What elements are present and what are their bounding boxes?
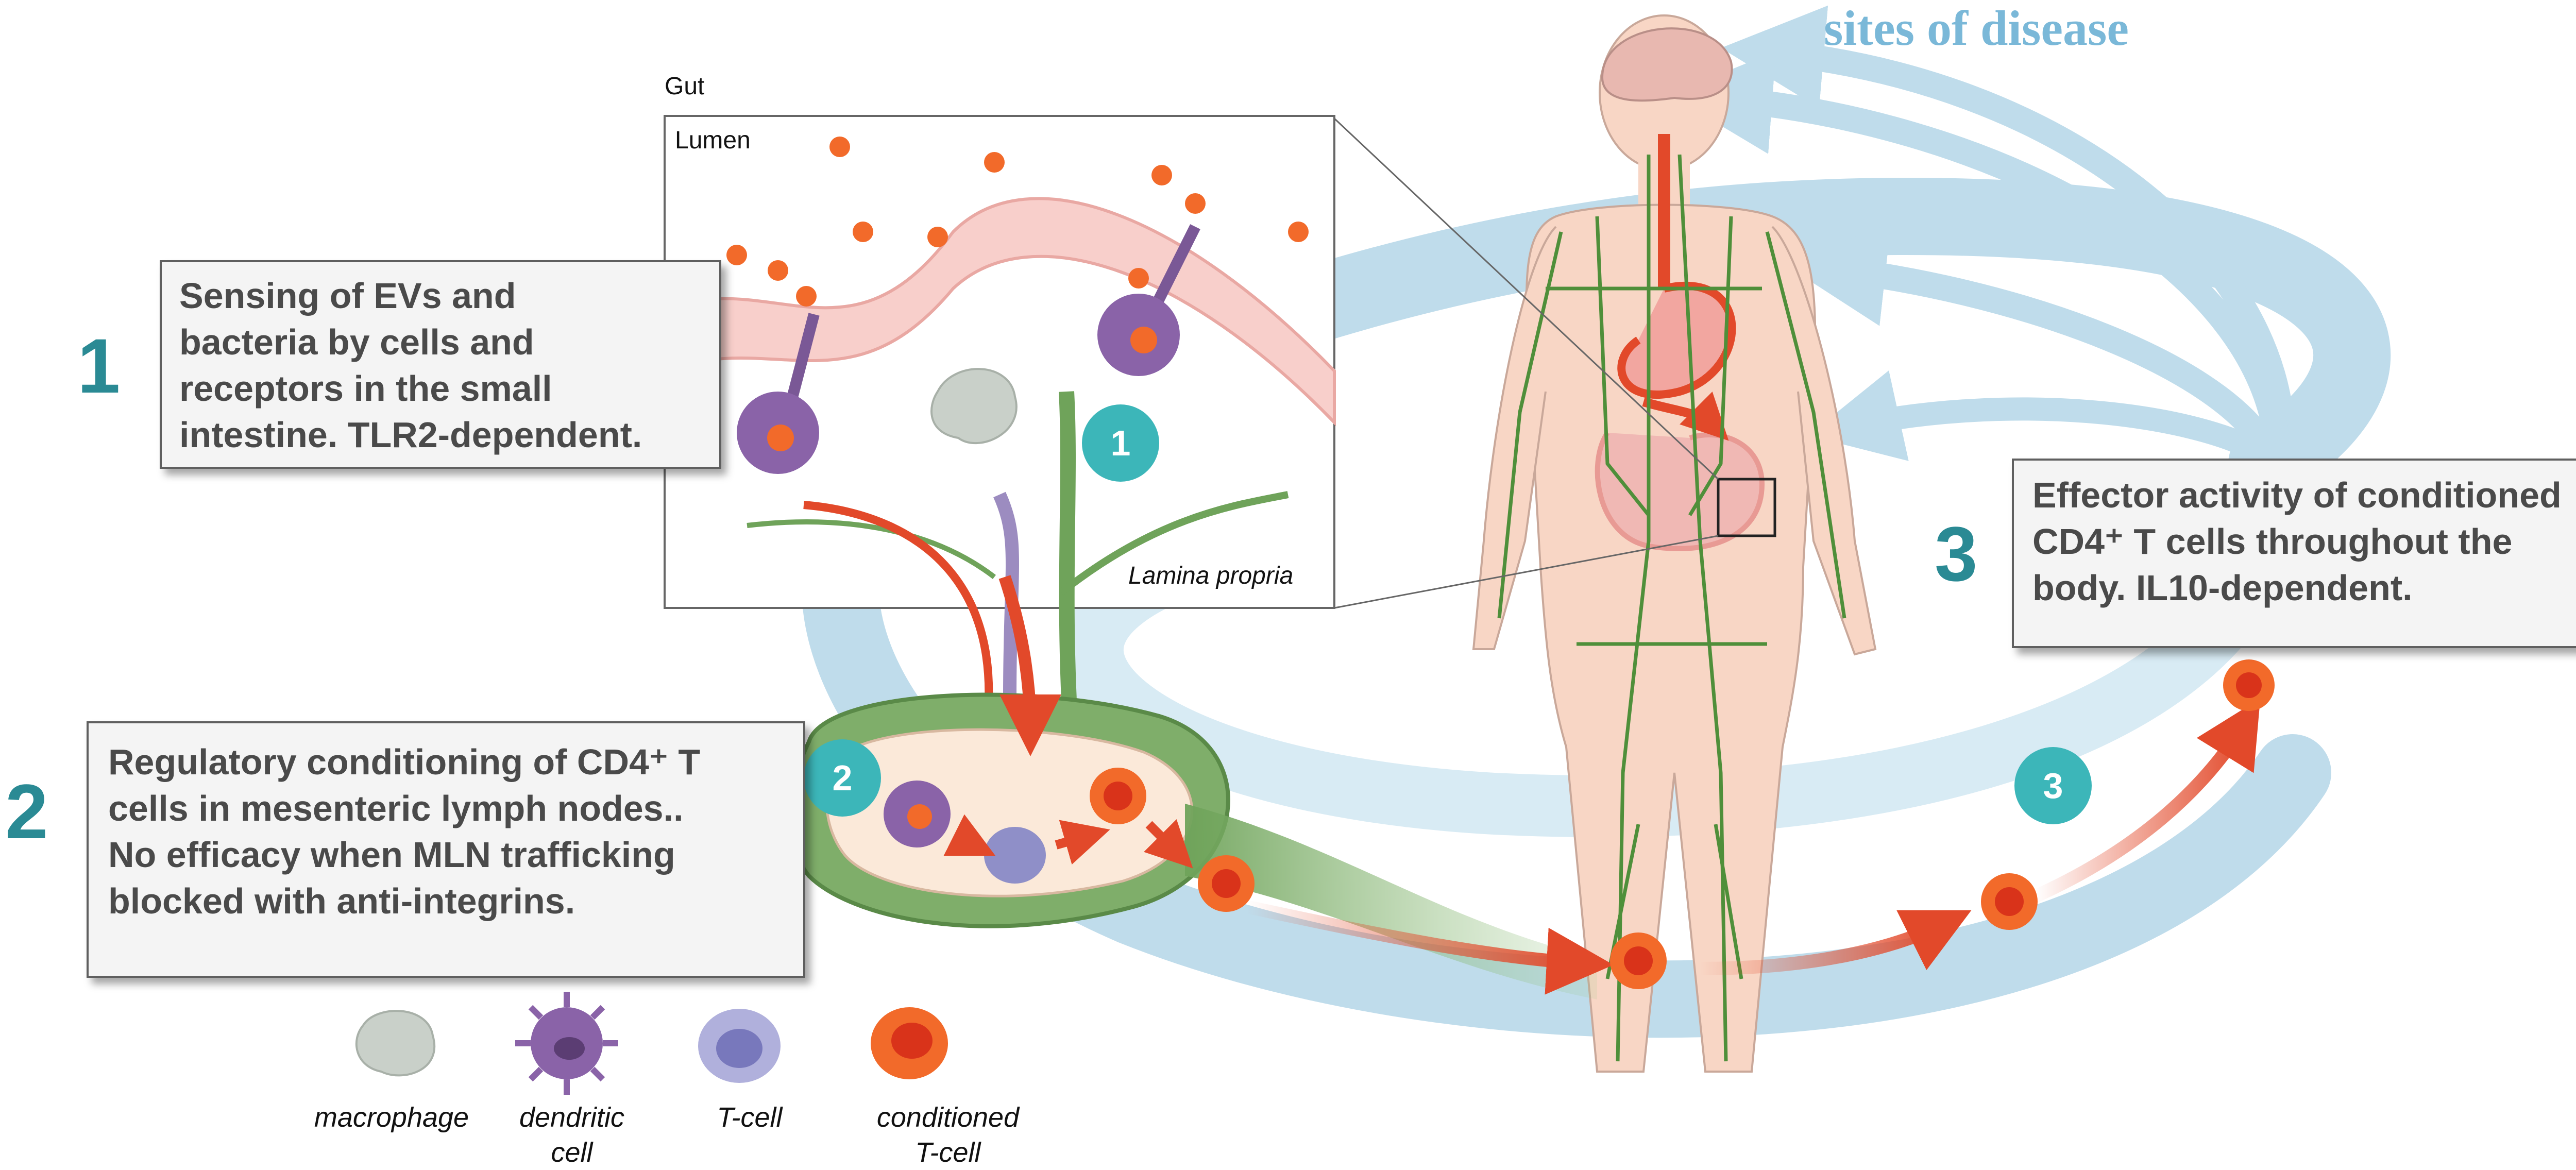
gut-label: Gut bbox=[665, 73, 705, 100]
step-2-number: 2 bbox=[5, 768, 48, 855]
conditioned-t-cell-icon bbox=[871, 1007, 948, 1079]
t-cell-node bbox=[984, 827, 1046, 884]
step-3-number: 3 bbox=[1935, 511, 1978, 597]
zoom-connectors bbox=[1333, 117, 1719, 609]
dendritic-cell-left bbox=[737, 313, 820, 474]
legend-label-conditioned-t-cell: conditioned T-cell bbox=[876, 1102, 1020, 1168]
t-cell-icon bbox=[698, 1009, 781, 1083]
step-1-description: Sensing of EVs and bacteria by cells and… bbox=[160, 260, 721, 469]
gut-inset-panel bbox=[663, 115, 1336, 774]
step-2-description: Regulatory conditioning of CD4⁺ T cells … bbox=[87, 721, 805, 978]
legend-label-dendritic-cell: dendritic cell bbox=[519, 1102, 625, 1168]
intestine-icon bbox=[1595, 431, 1765, 551]
sites-of-disease-title: sites of disease bbox=[1824, 1, 2129, 56]
human-body-figure bbox=[1472, 14, 1877, 1073]
epithelium-layer bbox=[663, 197, 1336, 427]
lumen-label: Lumen bbox=[675, 127, 751, 154]
dendritic-cell-icon bbox=[515, 992, 618, 1095]
lamina-propria-label: Lamina propria bbox=[1128, 562, 1294, 589]
macrophage-icon bbox=[355, 1010, 435, 1077]
legend-label-t-cell: T-cell bbox=[717, 1102, 783, 1133]
step-1-badge: 1 bbox=[1082, 404, 1159, 482]
step-2-badge: 2 bbox=[804, 739, 881, 817]
bacteria-dots bbox=[726, 137, 1309, 307]
step-3-badge: 3 bbox=[2014, 747, 2092, 824]
brain-icon bbox=[1601, 27, 1733, 102]
step-1-number: 1 bbox=[77, 323, 121, 409]
dendritic-cell-right bbox=[1097, 224, 1200, 376]
step-3-description: Effector activity of conditioned CD4⁺ T … bbox=[2012, 459, 2576, 648]
t-cell-migration-path bbox=[1198, 659, 2275, 995]
lymphatic-network bbox=[1497, 154, 1846, 1062]
legend bbox=[355, 992, 948, 1095]
legend-label-macrophage: macrophage bbox=[314, 1102, 469, 1133]
macrophage-gut bbox=[930, 368, 1018, 444]
zoom-region-box bbox=[1717, 478, 1776, 537]
